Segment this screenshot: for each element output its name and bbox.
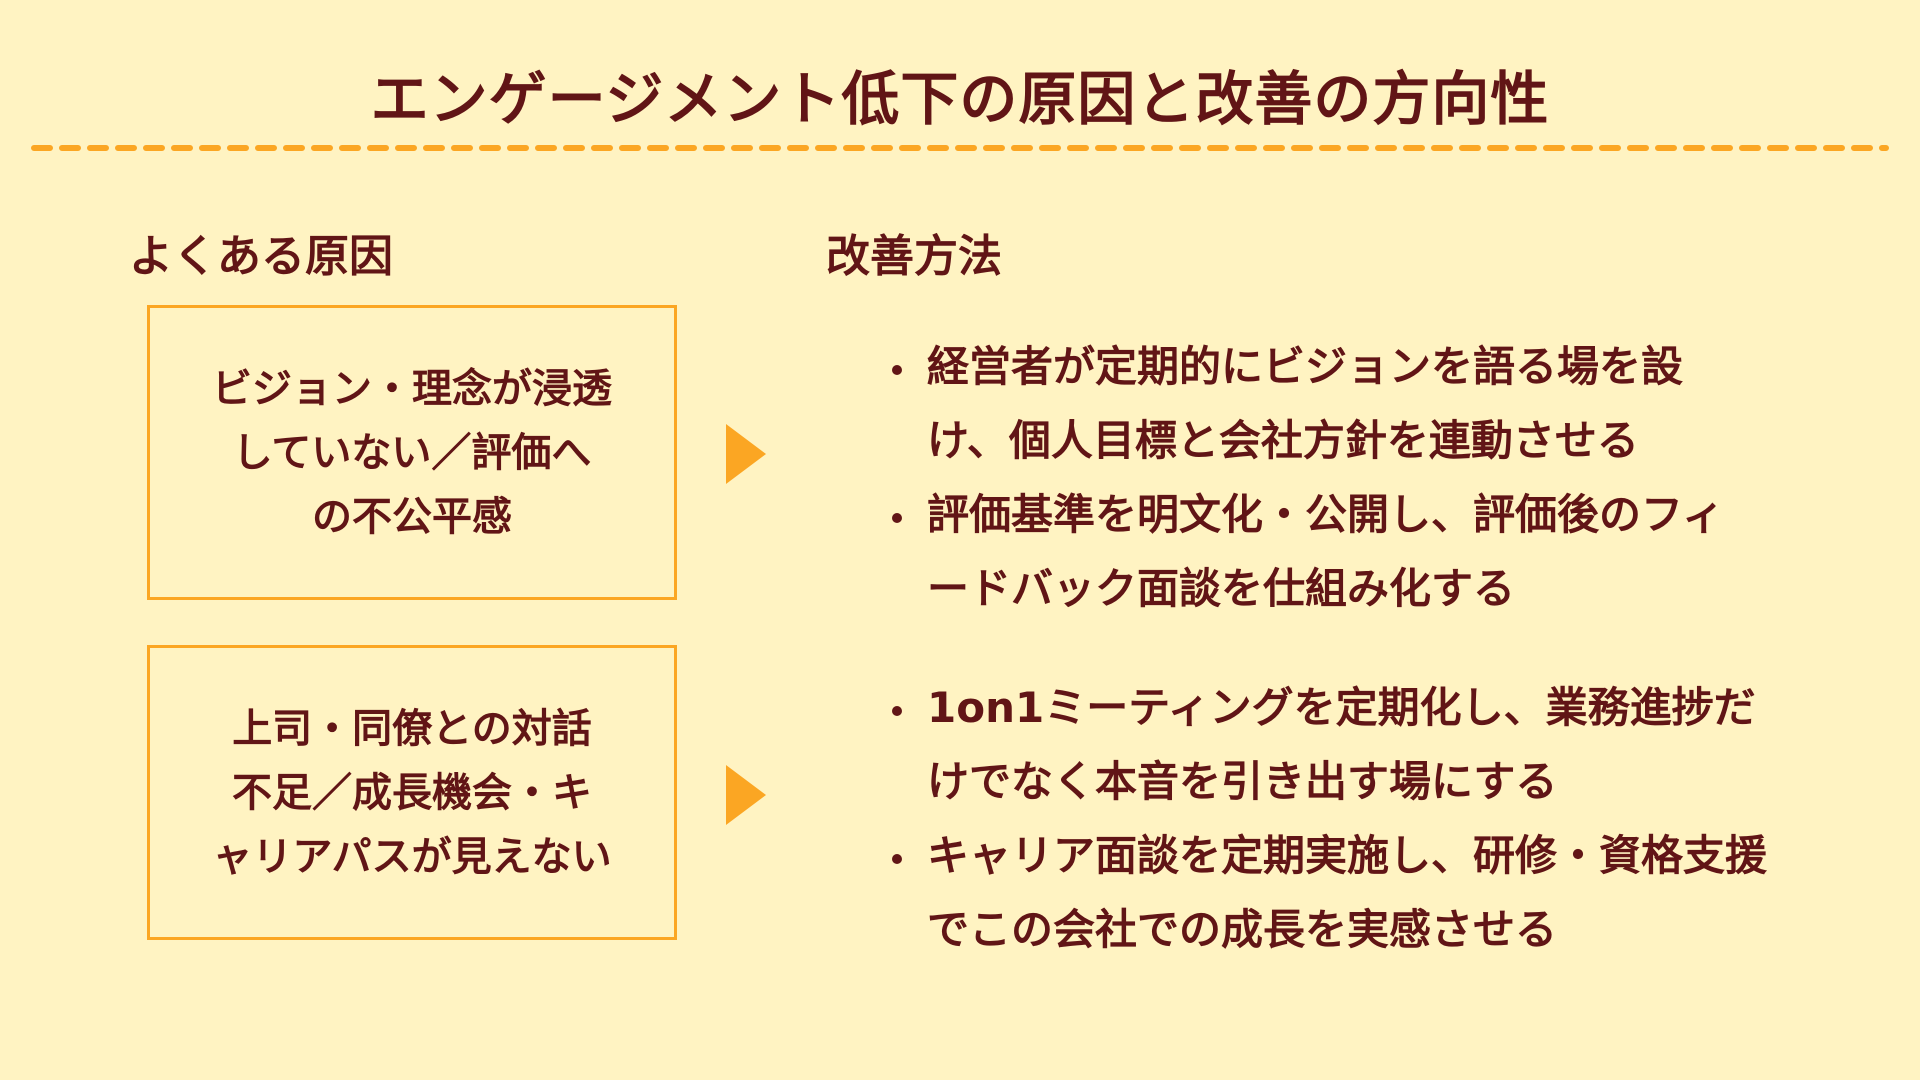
causes-heading: よくある原因	[129, 231, 393, 282]
methods-heading: 改善方法	[826, 231, 1002, 282]
cause-line: の不公平感	[312, 493, 512, 540]
method-line: 評価基準を明文化・公開し、評価後のフィ	[927, 490, 1725, 539]
method-line: 経営者が定期的にビジョンを語る場を設	[927, 342, 1684, 391]
list-item: 1on1ミーティングを定期化し、業務進捗だ けでなく本音を引き出す場にする	[890, 671, 1767, 819]
cause-line: 不足／成長機会・キ	[231, 769, 592, 816]
method-line: ードバック面談を仕組み化する	[927, 564, 1516, 613]
bullet-icon	[890, 330, 927, 478]
list-item: 評価基準を明文化・公開し、評価後のフィ ードバック面談を仕組み化する	[890, 478, 1724, 626]
bullet-icon	[890, 819, 927, 967]
cause-box-1: ビジョン・理念が浸透 していない／評価へ の不公平感	[147, 305, 677, 600]
cause-line: していない／評価へ	[232, 429, 592, 476]
cause-line: ビジョン・理念が浸透	[212, 365, 612, 412]
method-line: キャリア面談を定期実施し、研修・資格支援	[927, 831, 1768, 880]
method-line: 1on1ミーティングを定期化し、業務進捗だ	[927, 683, 1756, 732]
arrow-right-icon	[726, 424, 766, 484]
method-line: けでなく本音を引き出す場にする	[927, 757, 1558, 806]
list-item: キャリア面談を定期実施し、研修・資格支援 でこの会社での成長を実感させる	[890, 819, 1767, 967]
list-item: 経営者が定期的にビジョンを語る場を設 け、個人目標と会社方針を連動させる	[890, 330, 1724, 478]
cause-line: ャリアパスが見えない	[212, 833, 612, 880]
bullet-icon	[890, 478, 927, 626]
cause-line: 上司・同僚との対話	[232, 705, 592, 752]
method-line: でこの会社での成長を実感させる	[927, 905, 1558, 954]
method-line: け、個人目標と会社方針を連動させる	[927, 416, 1639, 465]
page-title: エンゲージメント低下の原因と改善の方向性	[370, 65, 1550, 133]
bullet-icon	[890, 671, 927, 819]
arrow-right-icon	[726, 765, 766, 825]
methods-list-2: 1on1ミーティングを定期化し、業務進捗だ けでなく本音を引き出す場にする キャ…	[890, 671, 1767, 967]
methods-list-1: 経営者が定期的にビジョンを語る場を設 け、個人目標と会社方針を連動させる 評価基…	[890, 330, 1724, 626]
dashed-divider	[31, 145, 1889, 151]
cause-box-2: 上司・同僚との対話 不足／成長機会・キ ャリアパスが見えない	[147, 645, 677, 940]
